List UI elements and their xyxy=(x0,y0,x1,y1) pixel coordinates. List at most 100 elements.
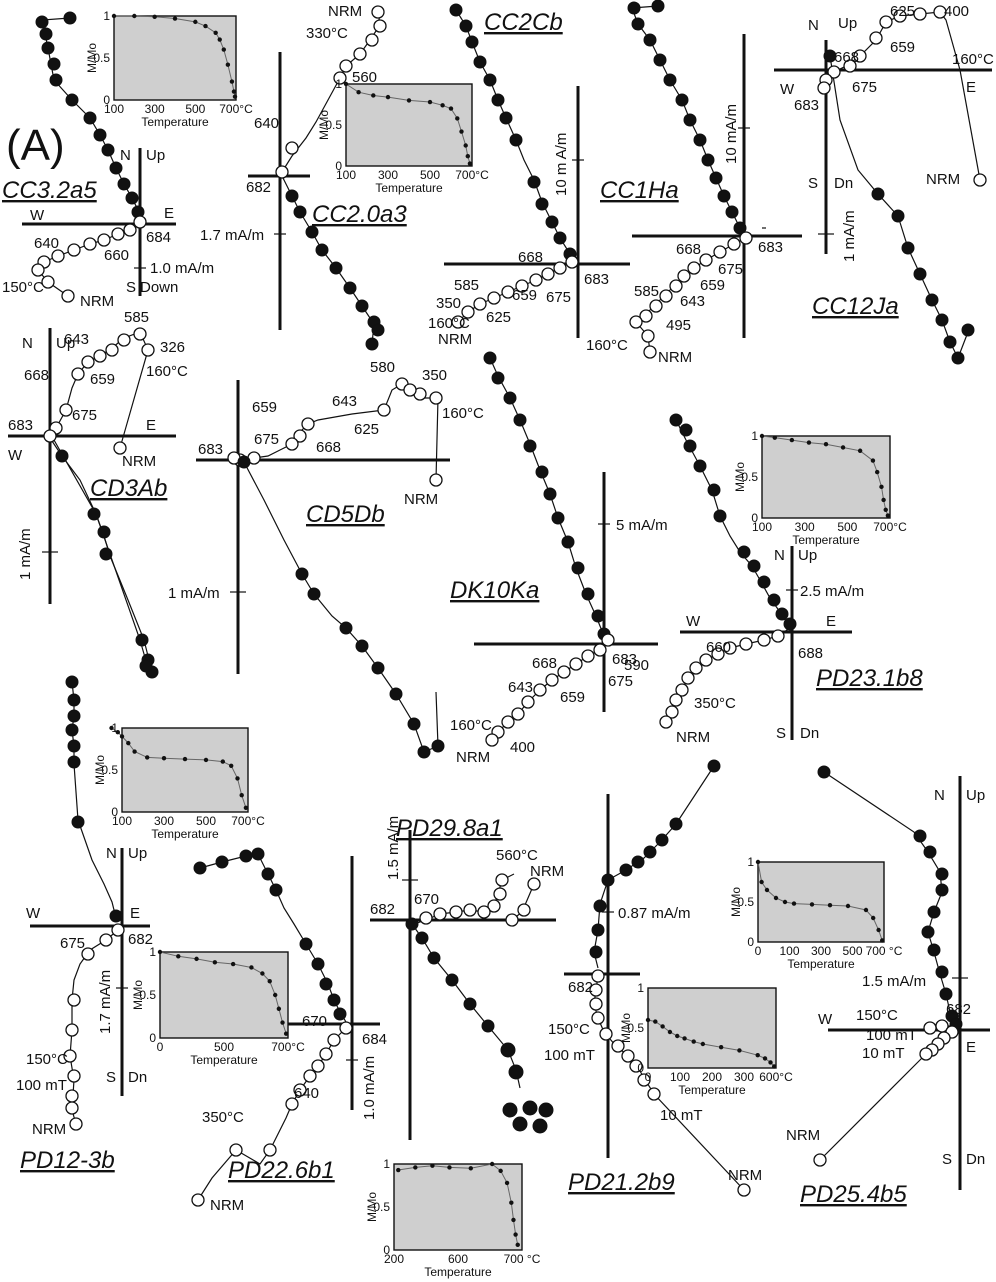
data-point xyxy=(231,89,237,94)
data-point xyxy=(283,1031,289,1036)
data-point xyxy=(280,1020,285,1025)
data-point xyxy=(782,899,788,905)
y-tick-label: 0 xyxy=(111,805,118,819)
step-label: 659 xyxy=(90,371,115,388)
step-label: NRM xyxy=(926,171,960,188)
step-label: 684 xyxy=(362,1031,387,1048)
data-point xyxy=(667,1029,673,1035)
data-point xyxy=(515,1242,520,1248)
step-label: 350°C xyxy=(694,695,736,712)
x-tick-label: 500 xyxy=(196,814,216,828)
step-label: 683 xyxy=(794,97,819,114)
data-point xyxy=(840,445,846,450)
y-tick-label: 1 xyxy=(383,1157,390,1171)
step-label: 160°C xyxy=(428,315,470,332)
dir-e: E xyxy=(826,613,836,630)
step-label: 659 xyxy=(890,39,915,56)
scale-label: 1.0 mA/m xyxy=(150,260,214,277)
data-point xyxy=(827,903,833,908)
open-points xyxy=(659,629,785,729)
step-label: 682 xyxy=(370,901,395,918)
data-point xyxy=(430,1163,435,1168)
y-tick-label: 0.5 xyxy=(139,988,156,1002)
x-tick-label: 0 xyxy=(157,1040,164,1054)
dir-w: W xyxy=(686,613,701,630)
data-point xyxy=(885,513,891,518)
y-tick-label: 1 xyxy=(751,429,758,443)
x-tick-label: 500 xyxy=(420,168,440,182)
sample-name: CC3.2a5 xyxy=(2,177,97,204)
y-tick-label: 0 xyxy=(383,1243,390,1257)
data-point xyxy=(759,433,765,439)
data-point xyxy=(385,94,391,100)
data-point xyxy=(157,949,163,955)
step-label: NRM xyxy=(728,1167,762,1184)
y-tick-label: 0 xyxy=(335,159,342,173)
data-point xyxy=(406,98,412,103)
data-point xyxy=(465,153,470,159)
open-points xyxy=(451,255,579,329)
step-label: 160°C xyxy=(586,337,628,354)
open-points xyxy=(589,969,751,1197)
y-axis-label: M/Mo xyxy=(365,1192,379,1222)
sample-name: CC12Ja xyxy=(812,293,899,320)
open-points xyxy=(813,1019,959,1167)
dir-w: W xyxy=(818,1011,833,1028)
data-point xyxy=(791,901,797,906)
diagram-pd254b5: N Up W E S Dn 1.5 mA/m 682 150°C 100 mT … xyxy=(786,765,990,1208)
sample-name: CD3Ab xyxy=(90,475,167,502)
x-tick-label: 700 °C xyxy=(866,944,903,958)
data-point xyxy=(700,1041,706,1047)
x-tick-label: 700°C xyxy=(219,102,253,116)
step-label: NRM xyxy=(210,1197,244,1214)
step-label: 10 mT xyxy=(862,1045,905,1062)
data-point xyxy=(880,938,885,943)
sample-name: PD22.6b1 xyxy=(228,1157,335,1184)
inset-plot-area xyxy=(113,15,237,101)
x-axis-label: Temperature xyxy=(375,181,443,195)
diagram-pd212b9: 682 150°C 100 mT 10 mT NRM 0.87 mA/m PD2… xyxy=(544,759,762,1197)
filled-points xyxy=(817,765,963,1031)
step-label: 683 xyxy=(584,271,609,288)
dir-n: N xyxy=(774,547,785,564)
filled-points xyxy=(193,847,347,1021)
data-point xyxy=(229,763,234,768)
x-tick-label: 100 xyxy=(112,814,132,828)
scale-label: 10 m A/m xyxy=(553,133,570,196)
data-point xyxy=(875,469,880,475)
y-axis-label: M/Mo xyxy=(619,1013,633,1043)
diagram-pd298a1: 560°C NRM 682 670 1.5 mA/m PD29.8a1 xyxy=(370,815,564,1140)
step-label: 590 xyxy=(624,657,649,674)
step-label: 659 xyxy=(700,277,725,294)
step-label: 682 xyxy=(946,1001,971,1018)
step-label: 682 xyxy=(246,179,271,196)
step-label: 100 mT xyxy=(544,1047,595,1064)
data-point xyxy=(653,1019,658,1024)
data-point xyxy=(755,1053,760,1058)
data-point xyxy=(126,740,131,746)
step-label: 350°C xyxy=(202,1109,244,1126)
step-label: 350 xyxy=(436,295,461,312)
inset-plot-area xyxy=(159,951,289,1039)
step-label: 560 xyxy=(352,69,377,86)
y-axis-label: M/Mo xyxy=(85,43,99,73)
filled-points xyxy=(405,917,554,1134)
y-tick-label: 0.5 xyxy=(741,470,758,484)
dir-s: S xyxy=(808,175,818,192)
sample-name: PD25.4b5 xyxy=(800,1181,907,1208)
x-tick-label: 300 xyxy=(734,1070,754,1084)
dir-up: Up xyxy=(56,335,75,352)
sample-name: DK10Ka xyxy=(450,577,539,604)
data-point xyxy=(213,30,218,35)
step-label: 400 xyxy=(944,3,969,20)
step-label: 643 xyxy=(508,679,533,696)
y-tick-label: 0 xyxy=(751,511,758,525)
step-label: 330°C xyxy=(306,25,348,42)
open-points xyxy=(191,1021,353,1207)
step-label: 683 xyxy=(758,239,783,256)
y-tick-label: 0.5 xyxy=(373,1200,390,1214)
step-label: 659 xyxy=(252,399,277,416)
